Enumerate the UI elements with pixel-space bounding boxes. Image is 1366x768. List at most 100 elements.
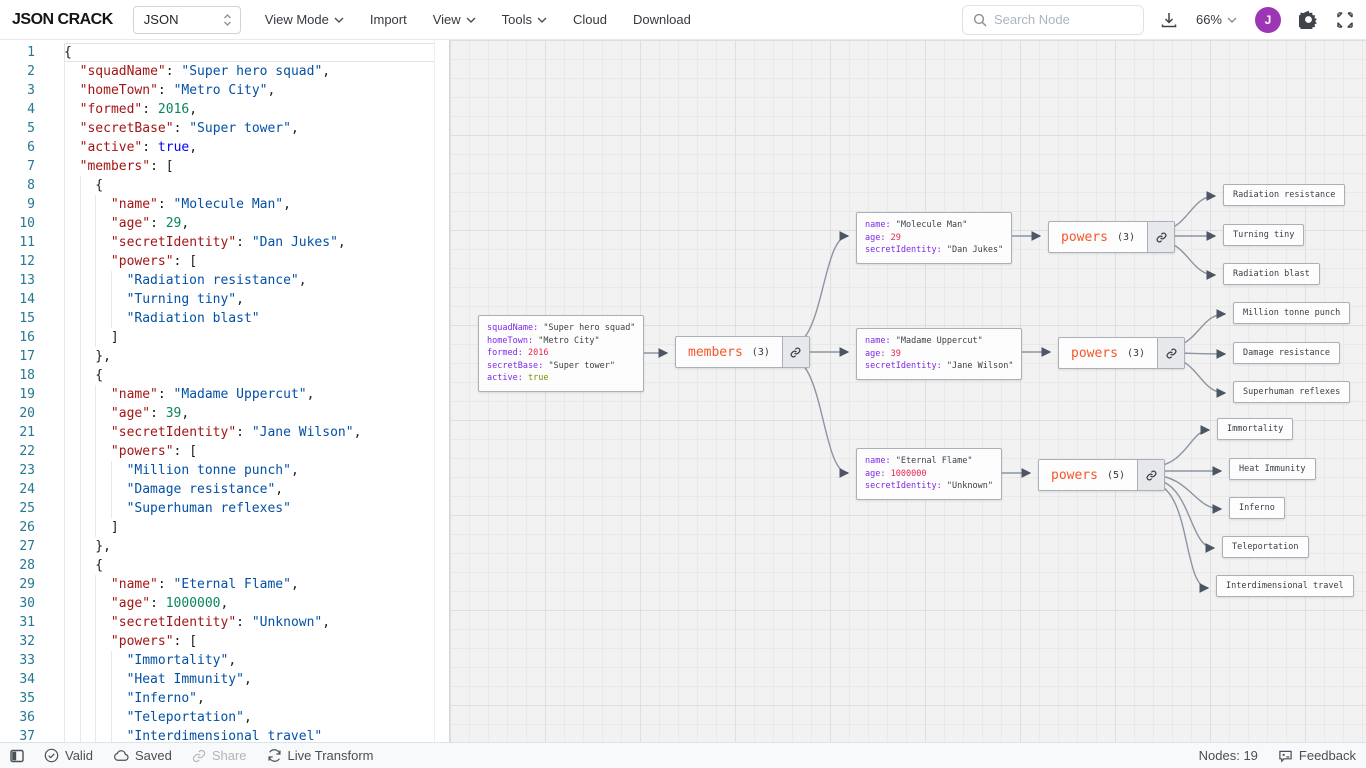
editor-line: "age": 1000000, xyxy=(64,594,435,613)
editor-line: "Damage resistance", xyxy=(64,480,435,499)
editor-line: "powers": [ xyxy=(64,442,435,461)
status-bar: Valid Saved Share Live Transform Nodes: … xyxy=(0,742,1366,768)
menu-view[interactable]: View xyxy=(433,12,476,27)
editor-line: "Turning tiny", xyxy=(64,290,435,309)
editor-line: "secretIdentity": "Dan Jukes", xyxy=(64,233,435,252)
editor-line: "Superhuman reflexes" xyxy=(64,499,435,518)
collapse-link-icon[interactable] xyxy=(1147,222,1175,252)
node-member-eternal-flame[interactable]: name"Eternal Flame" age1000000 secretIde… xyxy=(856,448,1002,500)
panel-toggle-icon xyxy=(10,749,24,763)
editor-line: { xyxy=(64,556,435,575)
editor-line: "Heat Immunity", xyxy=(64,670,435,689)
chevron-down-icon xyxy=(466,17,476,23)
editor-line: "Interdimensional travel" xyxy=(64,727,435,742)
node-leaf-radiation-resistance[interactable]: Radiation resistance xyxy=(1223,184,1346,206)
node-leaf-superhuman-reflexes[interactable]: Superhuman reflexes xyxy=(1233,381,1351,403)
editor-line: "homeTown": "Metro City", xyxy=(64,81,435,100)
node-leaf-radiation-blast[interactable]: Radiation blast xyxy=(1223,263,1320,285)
chevron-down-icon xyxy=(537,17,547,23)
editor-line: }, xyxy=(64,537,435,556)
refresh-icon xyxy=(267,748,282,763)
editor-line: "Inferno", xyxy=(64,689,435,708)
chevron-down-icon xyxy=(1227,17,1237,23)
menu-import[interactable]: Import xyxy=(369,12,407,27)
user-avatar[interactable]: J xyxy=(1255,6,1281,33)
menu-download[interactable]: Download xyxy=(633,12,691,27)
editor-line: ] xyxy=(64,328,435,347)
editor-lines[interactable]: {"squadName": "Super hero squad","homeTo… xyxy=(44,43,435,742)
updown-chevron-icon xyxy=(223,13,232,27)
collapse-link-icon[interactable] xyxy=(1157,338,1185,368)
app-logo: JSON CRACK xyxy=(12,10,113,28)
format-select-value: JSON xyxy=(143,12,179,27)
node-leaf-damage-resistance[interactable]: Damage resistance xyxy=(1233,342,1340,364)
zoom-control[interactable]: 66% xyxy=(1196,12,1237,27)
editor-line: "secretIdentity": "Jane Wilson", xyxy=(64,423,435,442)
gear-icon[interactable] xyxy=(1299,10,1318,29)
editor-line: }, xyxy=(64,347,435,366)
editor-line: { xyxy=(64,43,435,62)
top-toolbar: JSON CRACK JSON View Mode Import View To… xyxy=(0,0,1366,40)
node-members[interactable]: members (3) xyxy=(675,336,810,368)
editor-line: { xyxy=(64,176,435,195)
cloud-icon xyxy=(113,748,129,763)
node-powers-2[interactable]: powers (3) xyxy=(1058,337,1186,369)
fullscreen-icon[interactable] xyxy=(1336,11,1354,29)
search-node-box[interactable] xyxy=(961,4,1144,35)
menu-view-mode[interactable]: View Mode xyxy=(265,12,344,27)
editor-line: "name": "Molecule Man", xyxy=(64,195,435,214)
node-leaf-million-tonne-punch[interactable]: Million tonne punch xyxy=(1233,302,1351,324)
toggle-editor-panel-button[interactable] xyxy=(10,749,24,763)
editor-line: "age": 39, xyxy=(64,404,435,423)
link-icon xyxy=(192,749,206,763)
editor-scrollbar[interactable] xyxy=(434,40,435,742)
editor-line: "secretBase": "Super tower", xyxy=(64,119,435,138)
editor-line: "members": [ xyxy=(64,157,435,176)
editor-line: "powers": [ xyxy=(64,632,435,651)
valid-indicator: Valid xyxy=(44,748,93,763)
check-circle-icon xyxy=(44,748,59,763)
live-transform-toggle[interactable]: Live Transform xyxy=(267,748,374,763)
editor-line: { xyxy=(64,366,435,385)
graph-canvas[interactable]: squadName"Super hero squad" homeTown"Met… xyxy=(450,40,1366,742)
node-leaf-interdimensional-travel[interactable]: Interdimensional travel xyxy=(1216,575,1354,597)
node-leaf-inferno[interactable]: Inferno xyxy=(1229,497,1285,519)
main-menu: View Mode Import View Tools Cloud Downlo… xyxy=(265,12,691,27)
editor-line: "Radiation resistance", xyxy=(64,271,435,290)
editor-line: "Million tonne punch", xyxy=(64,461,435,480)
node-leaf-turning-tiny[interactable]: Turning tiny xyxy=(1223,224,1305,246)
editor-line: "secretIdentity": "Unknown", xyxy=(64,613,435,632)
editor-line: "name": "Eternal Flame", xyxy=(64,575,435,594)
collapse-link-icon[interactable] xyxy=(1137,460,1165,490)
share-button[interactable]: Share xyxy=(192,748,247,763)
zoom-level: 66% xyxy=(1195,12,1222,27)
editor-line: "name": "Madame Uppercut", xyxy=(64,385,435,404)
saved-indicator[interactable]: Saved xyxy=(113,748,172,763)
feedback-bubble-icon xyxy=(1278,749,1293,763)
editor-line: "formed": 2016, xyxy=(64,100,435,119)
download-image-icon[interactable] xyxy=(1160,11,1178,29)
search-input[interactable] xyxy=(993,12,1124,27)
format-select[interactable]: JSON xyxy=(132,5,241,34)
node-leaf-teleportation[interactable]: Teleportation xyxy=(1222,536,1309,558)
editor-line: ] xyxy=(64,518,435,537)
collapse-link-icon[interactable] xyxy=(781,337,809,367)
node-powers-3[interactable]: powers (5) xyxy=(1038,459,1166,491)
editor-line: "Immortality", xyxy=(64,651,435,670)
feedback-button[interactable]: Feedback xyxy=(1278,748,1356,763)
node-root-object[interactable]: squadName"Super hero squad" homeTown"Met… xyxy=(478,315,645,392)
search-icon xyxy=(973,13,987,27)
node-count: Nodes: 19 xyxy=(1198,748,1258,763)
node-powers-1[interactable]: powers (3) xyxy=(1048,221,1176,253)
editor-line: "age": 29, xyxy=(64,214,435,233)
editor-line: "Radiation blast" xyxy=(64,309,435,328)
editor-line: "Teleportation", xyxy=(64,708,435,727)
node-member-madame-uppercut[interactable]: name"Madame Uppercut" age39 secretIdenti… xyxy=(856,328,1023,380)
menu-tools[interactable]: Tools xyxy=(502,12,547,27)
menu-cloud[interactable]: Cloud xyxy=(573,12,607,27)
node-leaf-heat-immunity[interactable]: Heat Immunity xyxy=(1229,458,1316,480)
node-member-molecule-man[interactable]: name"Molecule Man" age29 secretIdentity"… xyxy=(856,212,1013,264)
node-leaf-immortality[interactable]: Immortality xyxy=(1217,418,1294,440)
